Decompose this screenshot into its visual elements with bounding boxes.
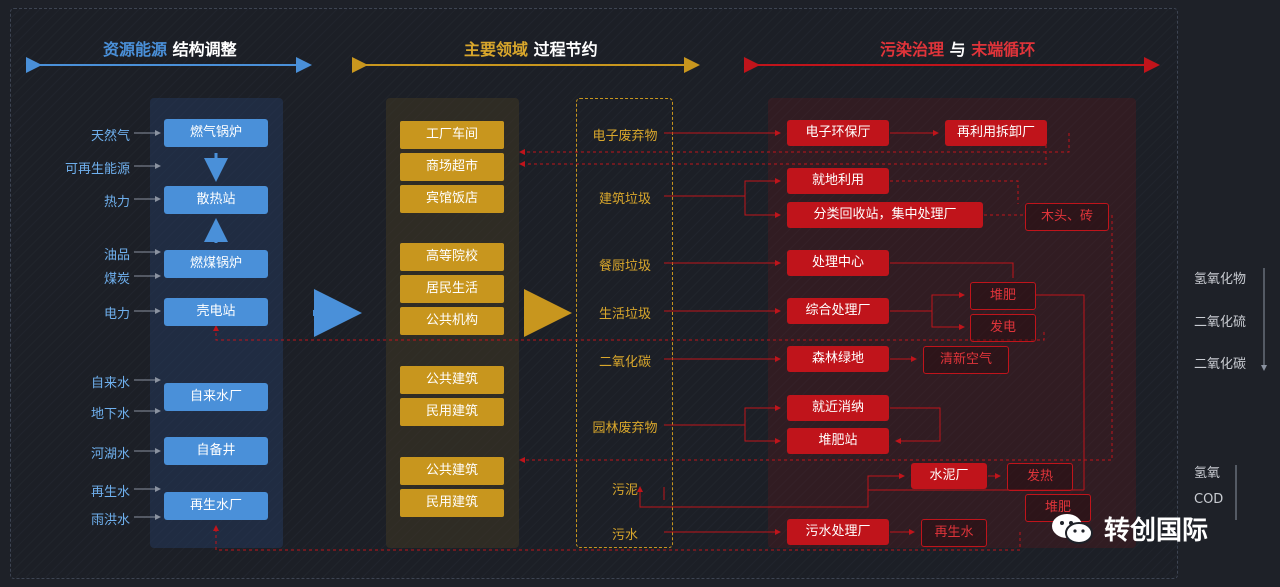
mid-label: 电子废弃物 — [592, 129, 658, 144]
emission-item: 二氧化碳 — [1194, 357, 1247, 372]
left-box: 壳电站 — [164, 298, 268, 326]
left-box: 燃气锅炉 — [164, 119, 268, 147]
left-label: 煤炭 — [103, 272, 130, 287]
header-right-a: 污染治理 — [880, 40, 945, 59]
gold-box: 高等院校 — [400, 243, 504, 271]
header-mid: 主要领域 过程节约 — [464, 36, 598, 60]
left-label: 热力 — [103, 195, 130, 210]
header-left-b: 结构调整 — [172, 40, 237, 59]
red-box: 堆肥站 — [787, 428, 889, 454]
gold-box: 居民生活 — [400, 275, 504, 303]
outline-box: 木头、砖 — [1025, 203, 1109, 231]
left-label: 电力 — [103, 307, 130, 322]
mid-label: 生活垃圾 — [598, 307, 651, 322]
left-label: 地下水 — [90, 407, 130, 422]
outline-box: 发热 — [1007, 463, 1073, 491]
gold-box: 工厂车间 — [400, 121, 504, 149]
left-label: 可再生能源 — [64, 162, 130, 177]
gold-box: 公共机构 — [400, 307, 504, 335]
gold-box: 民用建筑 — [400, 489, 504, 517]
mid-panel — [576, 98, 673, 548]
header-mid-b: 过程节约 — [533, 40, 598, 59]
gold-box: 宾馆饭店 — [400, 185, 504, 213]
red-box: 再利用拆卸厂 — [945, 120, 1047, 146]
left-label: 河湖水 — [90, 447, 130, 462]
red-box: 就地利用 — [787, 168, 889, 194]
left-box: 再生水厂 — [164, 492, 268, 520]
header-right-b: 末端循环 — [971, 40, 1036, 59]
left-label: 再生水 — [90, 485, 130, 500]
left-box: 自备井 — [164, 437, 268, 465]
outline-box: 发电 — [970, 314, 1036, 342]
left-label: 油品 — [103, 248, 130, 263]
mid-label: 园林废弃物 — [592, 421, 658, 436]
watermark: 转创国际 — [1050, 510, 1208, 547]
outline-box: 再生水 — [921, 519, 987, 547]
red-box: 森林绿地 — [787, 346, 889, 372]
gold-box: 公共建筑 — [400, 457, 504, 485]
emission-item: 氢氧 — [1194, 466, 1221, 481]
header-right-and: 与 — [949, 40, 966, 59]
red-box: 水泥厂 — [911, 463, 987, 489]
red-box: 处理中心 — [787, 250, 889, 276]
emission-item: 二氧化硫 — [1194, 315, 1247, 330]
left-label: 雨洪水 — [90, 513, 130, 528]
left-box: 自来水厂 — [164, 383, 268, 411]
red-box: 电子环保厅 — [787, 120, 889, 146]
left-label: 天然气 — [90, 129, 130, 144]
header-right: 污染治理 与 末端循环 — [880, 36, 1035, 60]
gold-box: 民用建筑 — [400, 398, 504, 426]
red-box: 分类回收站，集中处理厂 — [787, 202, 983, 228]
mid-label: 建筑垃圾 — [598, 192, 651, 207]
header-left-a: 资源能源 — [103, 40, 168, 59]
wechat-icon — [1050, 512, 1094, 546]
left-label: 自来水 — [90, 376, 130, 391]
left-box: 燃煤锅炉 — [164, 250, 268, 278]
mid-label: 污泥 — [611, 483, 638, 498]
left-box: 散热站 — [164, 186, 268, 214]
header-mid-a: 主要领域 — [464, 40, 529, 59]
emission-item: COD — [1194, 492, 1224, 507]
outline-box: 清新空气 — [923, 346, 1009, 374]
header-left: 资源能源 结构调整 — [103, 36, 237, 60]
red-box: 污水处理厂 — [787, 519, 889, 545]
red-box: 综合处理厂 — [787, 298, 889, 324]
watermark-text: 转创国际 — [1104, 516, 1209, 546]
emission-item: 氢氧化物 — [1194, 272, 1247, 287]
gold-box: 商场超市 — [400, 153, 504, 181]
outline-box: 堆肥 — [970, 282, 1036, 310]
mid-label: 二氧化碳 — [598, 355, 651, 370]
red-box: 就近消纳 — [787, 395, 889, 421]
gold-box: 公共建筑 — [400, 366, 504, 394]
mid-label: 污水 — [611, 528, 638, 543]
mid-label: 餐厨垃圾 — [598, 259, 651, 274]
